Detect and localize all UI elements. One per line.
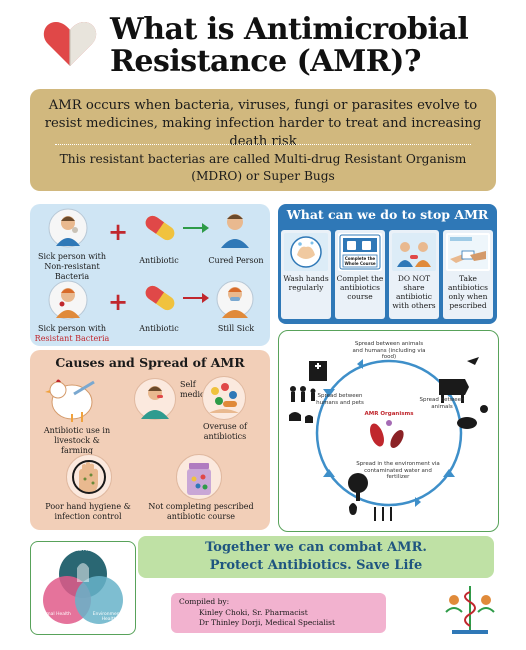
cycle-arrowhead-icon xyxy=(323,389,335,397)
stop-card-no-share: DO NOT share antibiotic with others xyxy=(389,230,439,319)
stop-card-complete-course: Complete the Whole Course Complet the an… xyxy=(335,230,385,319)
mdro-definition: This resistant bacterias are called Mult… xyxy=(59,152,467,183)
stop-card-label: Take antibiotics only when pescribed xyxy=(448,274,488,310)
dirty-hand-image xyxy=(66,454,112,500)
cause-label: Not completing pescribed antibiotic cour… xyxy=(148,502,254,521)
plus-icon: + xyxy=(108,217,129,246)
dirty-hand-icon xyxy=(69,457,109,497)
arrow-red-icon xyxy=(183,293,209,303)
antibiotic-capsule-icon xyxy=(145,215,175,241)
prescription-icon xyxy=(446,233,490,271)
stop-amr-box: What can we do to stop AMR Wash hands re… xyxy=(278,204,497,324)
pill-bottle-image xyxy=(176,454,222,500)
pill-heart-logo-icon xyxy=(43,22,97,66)
cause-label: Overuse of antibiotics xyxy=(203,422,247,441)
complete-course-caption: Complete the Whole Course xyxy=(344,256,376,266)
cycle-arrowhead-icon xyxy=(443,469,455,477)
arrow-green-icon xyxy=(183,223,209,233)
infection-row2-person-label: Sick person with Resistant Bacteria xyxy=(32,324,112,344)
environmental-health-label: Environmental Health xyxy=(92,612,126,622)
amr-definition: AMR occurs when bacteria, viruses, fungi… xyxy=(44,98,482,149)
causes-title: Causes and Spread of AMR xyxy=(55,355,245,370)
dotted-divider xyxy=(55,144,471,145)
stop-amr-title: What can we do to stop AMR xyxy=(286,207,489,222)
compiled-by-title: Compiled by: xyxy=(179,597,230,606)
resistant-bacteria-text: Resistant Bacteria xyxy=(34,334,110,343)
no-share-icon xyxy=(392,233,436,271)
infection-row2-person-text: Sick person with xyxy=(38,324,106,333)
infection-row1-person-label: Sick person with Non-resistant Bacteria xyxy=(38,252,106,281)
one-health-box: Human Health Animal Health Environmental… xyxy=(30,541,136,635)
infection-row1-antibiotic-label: Antibiotic xyxy=(139,256,179,265)
pills-image xyxy=(202,376,246,420)
cycle-arrowhead-icon xyxy=(415,497,421,507)
spread-left-label: Spread between humans and pets xyxy=(316,393,364,406)
cause-label: Poor hand hygiene & infection control xyxy=(45,502,131,521)
pills-icon xyxy=(209,383,239,413)
causes-box: Causes and Spread of AMR Antibiotic use … xyxy=(30,350,270,530)
self-medication-icon xyxy=(141,386,169,419)
spread-center-label: AMR Organisms xyxy=(364,411,414,417)
compiler-name-2: Dr Thinley Dorji, Medical Specialist xyxy=(199,618,335,627)
resistance-diagram: + Sick person with Non-resistant Bacteri… xyxy=(30,204,270,346)
infection-row2-antibiotic-label: Antibiotic xyxy=(139,324,179,333)
medical-emblem-logo-icon xyxy=(445,586,495,634)
human-health-label: Human Health xyxy=(67,548,101,553)
plus-icon: + xyxy=(108,287,129,316)
cta-line2: Protect Antibiotics. Save Life xyxy=(209,558,423,573)
spread-top-label: Spread between animals and humans (inclu… xyxy=(352,341,426,360)
course-icon xyxy=(338,233,382,271)
sick-person-resistant-icon xyxy=(48,280,88,320)
sick-person-icon xyxy=(48,208,88,248)
stop-card-wash-hands: Wash hands regularly xyxy=(281,230,331,319)
self-medication-image xyxy=(134,378,176,420)
infection-row1-result-label: Cured Person xyxy=(208,256,264,265)
stop-card-prescription: Take antibiotics only when pescribed xyxy=(443,230,493,319)
spread-cycle-box: Spread between animals and humans (inclu… xyxy=(278,330,499,532)
one-health-venn-icon xyxy=(43,550,123,624)
still-sick-person-icon xyxy=(216,280,254,318)
compiled-by-box: Compiled by: Kinley Choki, Sr. Pharmacis… xyxy=(171,593,386,633)
cycle-arrowhead-icon xyxy=(323,469,335,477)
cause-label: Antibiotic use in livestock & farming xyxy=(43,426,111,455)
stop-card-label: DO NOT share antibiotic with others xyxy=(392,274,436,310)
cta-line1: Together we can combat AMR. xyxy=(205,540,427,555)
handwash-icon xyxy=(284,233,328,271)
page-title-line1: What is Antimicrobial xyxy=(110,12,469,47)
cycle-arrowhead-icon xyxy=(357,359,363,369)
cured-person-icon xyxy=(221,214,249,248)
stop-card-label: Wash hands regularly xyxy=(283,274,329,292)
chicken-icon xyxy=(45,379,95,422)
call-to-action-box: Together we can combat AMR. Protect Anti… xyxy=(138,536,494,578)
definition-box: AMR occurs when bacteria, viruses, fungi… xyxy=(30,89,496,191)
page-title-line2: Resistance (AMR)? xyxy=(110,44,421,79)
stop-card-label: Complet the antibiotics course xyxy=(336,274,384,301)
antibiotic-capsule-icon xyxy=(145,285,175,311)
compiler-name-1: Kinley Choki, Sr. Pharmacist xyxy=(199,608,308,617)
infection-row2-result-label: Still Sick xyxy=(217,324,255,333)
spread-cycle-diagram xyxy=(289,357,488,521)
animal-health-label: Animal Health xyxy=(39,612,71,617)
spread-right-label: Spread between animals xyxy=(419,397,465,410)
spread-bottom-label: Spread in the environment via contaminat… xyxy=(356,461,440,480)
pill-bottle-icon xyxy=(187,463,211,495)
